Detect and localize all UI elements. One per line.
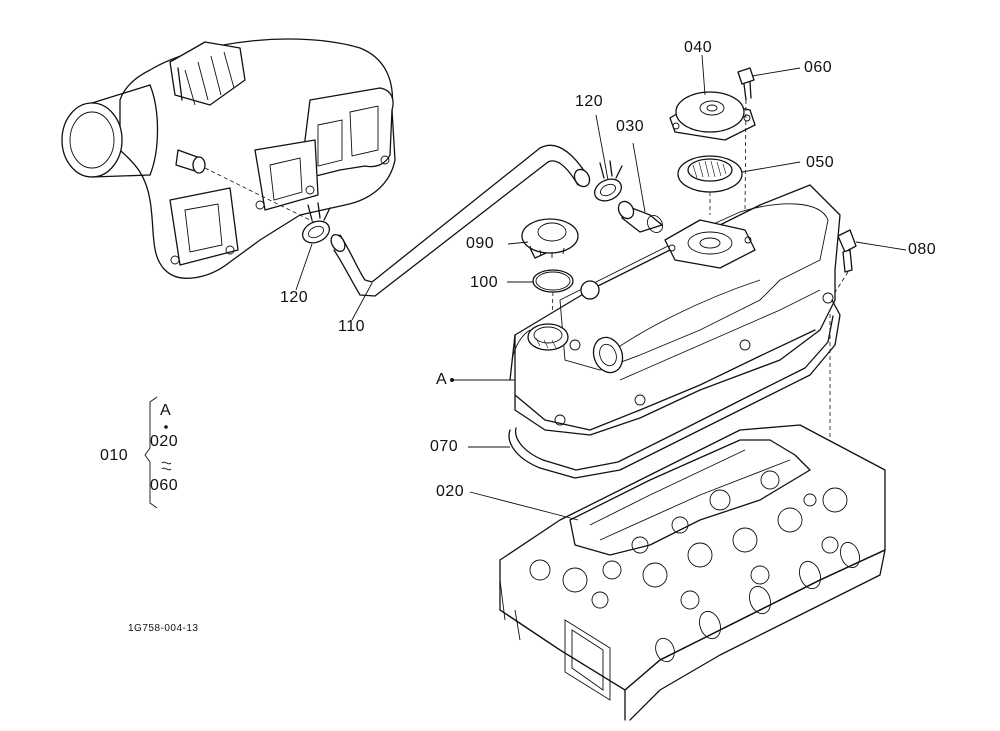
callout-050: 050 [806,154,835,171]
callout-120-top: 120 [575,93,604,110]
bracket-item-060: 060 [150,477,179,494]
callout-070: 070 [430,438,459,455]
callout-030: 030 [616,118,645,135]
bracket-label-010: 010 [100,447,129,464]
callout-100: 100 [470,274,499,291]
callout-090: 090 [466,235,495,252]
pipe-030 [617,200,663,233]
hose-clamp-top-120 [593,160,623,202]
callout-a: A [436,371,448,388]
oil-filler-cap-090 [521,218,579,259]
bolt-060 [737,67,755,211]
bracket-item-020: 020 [150,433,179,450]
catalog-number: 1G758-004-13 [128,623,199,634]
callout-040: 040 [684,39,713,56]
assembly-bracket [144,396,172,509]
bracket-item-a: A [160,402,172,419]
manifold-drawing [61,38,396,279]
callout-110: 110 [338,318,366,335]
callout-020: 020 [436,483,465,500]
cap-040 [669,91,756,141]
breather-hose-110 [330,144,591,297]
head-cover [509,184,841,436]
bolt-080 [829,229,857,500]
cylinder-head-020 [499,424,886,721]
valve-050 [677,155,743,215]
leader-lines [295,54,907,521]
callout-080: 080 [908,241,937,258]
hose-clamp-left-120 [301,202,331,244]
gasket-070 [508,299,841,479]
callout-120-left: 120 [280,289,309,306]
callout-060: 060 [804,59,833,76]
